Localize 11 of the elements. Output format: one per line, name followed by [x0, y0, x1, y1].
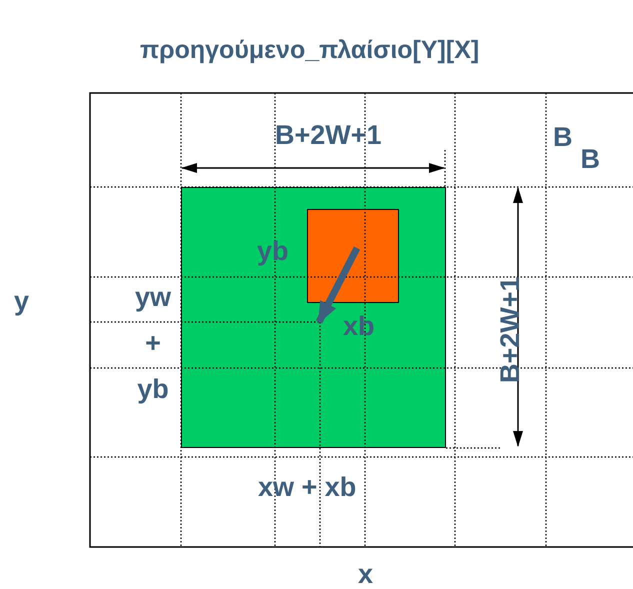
search-window-box — [181, 187, 446, 448]
offset-label: xw + xb — [258, 474, 356, 501]
dimension-label: B+2W+1 — [497, 276, 524, 383]
offset-label: yb — [257, 238, 289, 265]
offset-label: xb — [343, 313, 375, 340]
axis-label: y — [14, 288, 30, 315]
block-box — [307, 209, 399, 303]
dimension-label: B+2W+1 — [275, 122, 382, 149]
axis-label: x — [358, 561, 374, 588]
diagram-title: προηγούμενο_πλαίσιο[Y][X] — [140, 38, 480, 63]
offset-label: yw + yb — [134, 281, 172, 406]
